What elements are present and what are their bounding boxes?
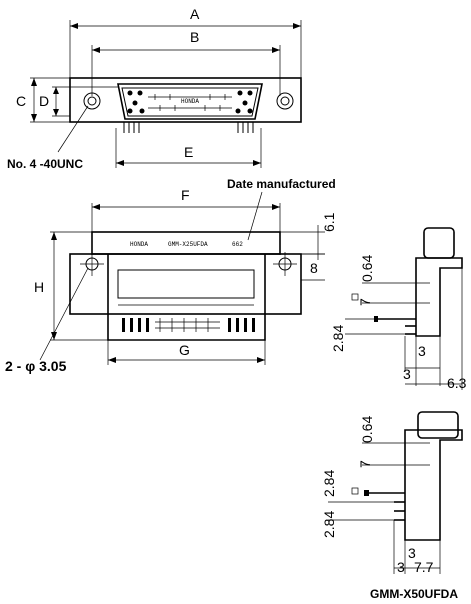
side2-dim-0-64: 0.64	[359, 416, 375, 443]
side2-dim-3b: 3	[397, 559, 405, 575]
dim-label-h: H	[34, 279, 44, 295]
top-view: A B	[7, 6, 302, 171]
side1-dim-7: 7	[357, 298, 373, 306]
dim-label-e: E	[184, 144, 193, 160]
dim-label-c: C	[16, 93, 26, 109]
holes-note: 2 - φ 3.05	[5, 358, 67, 374]
dim-label-g: G	[179, 342, 190, 358]
date-manufactured-label: Date manufactured	[227, 177, 336, 191]
dim-label-f: F	[181, 187, 190, 203]
side2-dim-2-84b: 2.84	[321, 511, 337, 538]
shell-marking: HONDA	[181, 98, 199, 105]
dim-6-1: 6.1	[321, 212, 337, 232]
side-view-2: 0.64 7 2.84 2.84 3 3 7.7	[321, 411, 463, 575]
side1-dim-6-3: 6.3	[447, 375, 467, 391]
side2-dim-7: 7	[357, 460, 373, 468]
marking-model: GMM-X25UFDA	[168, 241, 208, 248]
front-view: Date manufactured F HONDA GMM-X25UFDA 66…	[5, 177, 337, 374]
side2-dim-2-84a: 2.84	[321, 470, 337, 497]
side1-dim-3b: 3	[403, 366, 411, 382]
screw-thread-note: No. 4 -40UNC	[7, 157, 83, 171]
marking-brand: HONDA	[130, 241, 148, 248]
side-view-1: 0.64 7 2.84 3 3 6.3	[330, 227, 467, 391]
front-view-pins	[122, 318, 255, 332]
side1-dim-3a: 3	[418, 343, 426, 359]
part-number: GMM-X50UFDA	[370, 587, 458, 601]
side1-dim-2-84: 2.84	[330, 325, 346, 352]
side2-dim-3a: 3	[408, 545, 416, 561]
top-view-pins	[127, 90, 253, 114]
dim-label-b: B	[190, 29, 199, 45]
dim-label-a: A	[190, 6, 200, 22]
top-view-tails	[123, 122, 254, 133]
marking-date: 662	[232, 241, 243, 248]
side2-dim-7-7: 7.7	[414, 559, 434, 575]
side1-dim-0-64: 0.64	[359, 255, 375, 282]
dim-8: 8	[310, 260, 318, 276]
dim-label-d: D	[39, 93, 49, 109]
